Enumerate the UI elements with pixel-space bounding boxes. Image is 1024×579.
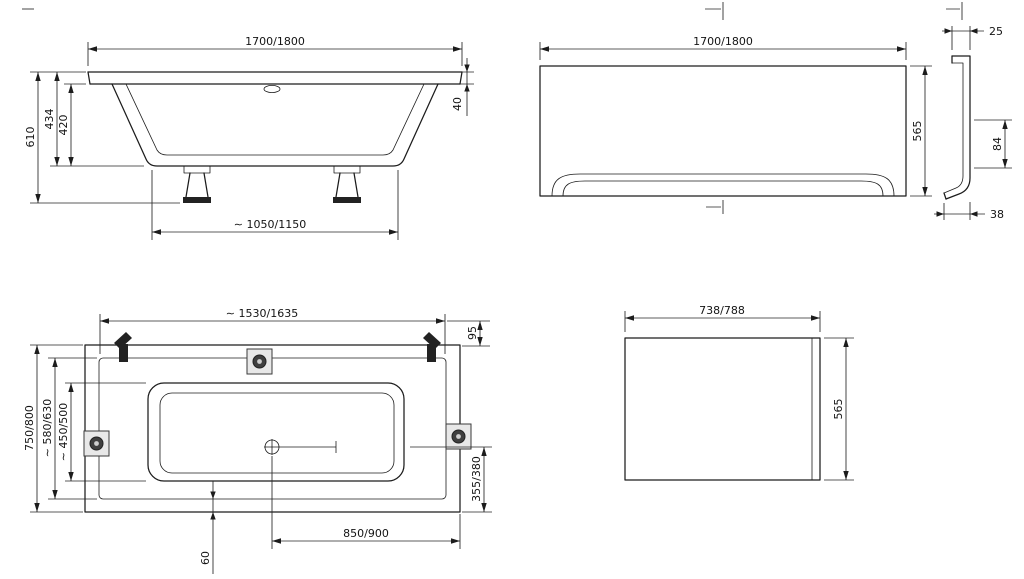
plan-basin-rect bbox=[147, 382, 405, 482]
dim-label-84: 84 bbox=[991, 137, 1004, 151]
dim-label-610: 610 bbox=[24, 127, 37, 148]
arrow-38-left bbox=[936, 211, 944, 217]
dim-label-width: 1700/1800 bbox=[245, 35, 305, 48]
front-panel-view: 1700/1800 565 bbox=[539, 2, 932, 214]
leg-struts-left bbox=[185, 172, 209, 198]
front-dimensions: 1700/1800 610 434 420 40 ∼ 1050/1150 bbox=[24, 35, 474, 240]
tub-outline bbox=[87, 71, 463, 167]
dim-label-height: 565 bbox=[832, 399, 845, 420]
leg-bracket-left bbox=[183, 165, 211, 174]
centerline-mark-top bbox=[946, 2, 963, 20]
overflow-hole bbox=[263, 85, 281, 94]
dim-355-extensions bbox=[410, 446, 492, 513]
mounting-brackets bbox=[83, 332, 472, 457]
bracket-flag-left-post bbox=[119, 344, 128, 362]
extension-lines-top bbox=[624, 311, 821, 332]
dim-label-450: ∼ 450/500 bbox=[57, 403, 70, 461]
arrow-40-top bbox=[464, 64, 470, 72]
profile-dimensions: 25 84 38 bbox=[934, 25, 1012, 221]
panel-profile-view: 25 84 38 bbox=[934, 2, 1012, 221]
bracket-screw-left-center bbox=[94, 441, 99, 446]
side-panel-view: 738/788 565 bbox=[624, 304, 854, 481]
profile-outer-edge bbox=[945, 55, 971, 200]
dim-label-95: 95 bbox=[466, 326, 479, 340]
outer-shell bbox=[111, 83, 439, 167]
dim-label-850: 850/900 bbox=[343, 527, 389, 540]
dim-label-length: ∼ 1530/1635 bbox=[226, 307, 298, 320]
bracket-flag-right-post bbox=[427, 344, 436, 362]
extension-lines-left bbox=[30, 71, 180, 204]
leg-foot-right bbox=[333, 197, 361, 203]
front-elevation-view: 1700/1800 610 434 420 40 ∼ 1050/1150 bbox=[24, 35, 474, 240]
dim-label-355: 355/380 bbox=[470, 456, 483, 502]
dim-label-38: 38 bbox=[990, 208, 1004, 221]
arrow-40-bottom bbox=[464, 84, 470, 92]
plan-dimensions: ∼ 1530/1635 95 750/800 ∼ 580/630 ∼ 450/5… bbox=[23, 307, 492, 574]
leg-foot-left bbox=[183, 197, 211, 203]
dim-850-extensions bbox=[271, 456, 461, 549]
arrow-25-left bbox=[944, 28, 952, 34]
centerline-mark-bottom bbox=[706, 200, 724, 214]
plan-view: ∼ 1530/1635 95 750/800 ∼ 580/630 ∼ 450/5… bbox=[23, 307, 492, 574]
rim-end-caps bbox=[87, 71, 463, 85]
plan-basin-floor bbox=[159, 392, 395, 474]
centerline-mark-top bbox=[705, 2, 724, 20]
extension-lines-top bbox=[99, 314, 446, 354]
extension-lines-right bbox=[824, 337, 854, 481]
drain-waste-line bbox=[280, 441, 337, 453]
profile-inner-edge bbox=[943, 62, 964, 194]
profile-caps bbox=[943, 55, 953, 200]
drain-crosshair bbox=[264, 439, 280, 455]
leg-struts-right bbox=[335, 172, 359, 198]
dim-95-extensions bbox=[447, 320, 490, 347]
inner-shell bbox=[125, 83, 425, 156]
bracket-flag-left bbox=[114, 332, 132, 349]
extension-lines-top bbox=[87, 42, 463, 66]
side-panel-outline bbox=[624, 337, 821, 481]
dim-label-height: 565 bbox=[911, 121, 924, 142]
bracket-screw-top-center bbox=[257, 359, 262, 364]
dim-label-25: 25 bbox=[989, 25, 1003, 38]
dim-25-lines bbox=[942, 26, 984, 50]
tub-legs bbox=[183, 165, 361, 203]
dim-38-lines bbox=[934, 202, 985, 220]
arrow-38-right bbox=[970, 211, 978, 217]
arrow-60-top bbox=[210, 491, 216, 499]
side-panel-dimensions: 738/788 565 bbox=[624, 304, 854, 481]
arrow-60-bottom bbox=[210, 512, 216, 520]
dim-label-width: 1700/1800 bbox=[693, 35, 753, 48]
leg-bracket-right bbox=[333, 165, 361, 174]
extension-lines-right bbox=[910, 65, 932, 197]
panel-recess-inner bbox=[562, 180, 884, 197]
dim-label-750: 750/800 bbox=[23, 405, 36, 451]
dim-label-40: 40 bbox=[451, 97, 464, 111]
panel-recess-outer bbox=[551, 173, 895, 197]
extension-lines-bottom bbox=[151, 170, 399, 240]
extension-lines-top bbox=[539, 42, 907, 60]
arrow-25-right bbox=[970, 28, 978, 34]
bracket-screw-right-center bbox=[456, 434, 461, 439]
extension-lines-left bbox=[30, 344, 146, 513]
panel-outline bbox=[539, 65, 907, 197]
front-panel-dimensions: 1700/1800 565 bbox=[539, 35, 932, 197]
bracket-flag-right bbox=[423, 332, 441, 349]
dim-label-base: ∼ 1050/1150 bbox=[234, 218, 306, 231]
dim-label-60: 60 bbox=[199, 551, 212, 565]
dim-label-434: 434 bbox=[43, 109, 56, 130]
dim-label-580: ∼ 580/630 bbox=[41, 399, 54, 457]
dim-label-420: 420 bbox=[57, 115, 70, 136]
dim-84-extensions bbox=[974, 119, 1012, 169]
dim-label-width: 738/788 bbox=[699, 304, 745, 317]
drain bbox=[264, 439, 337, 455]
